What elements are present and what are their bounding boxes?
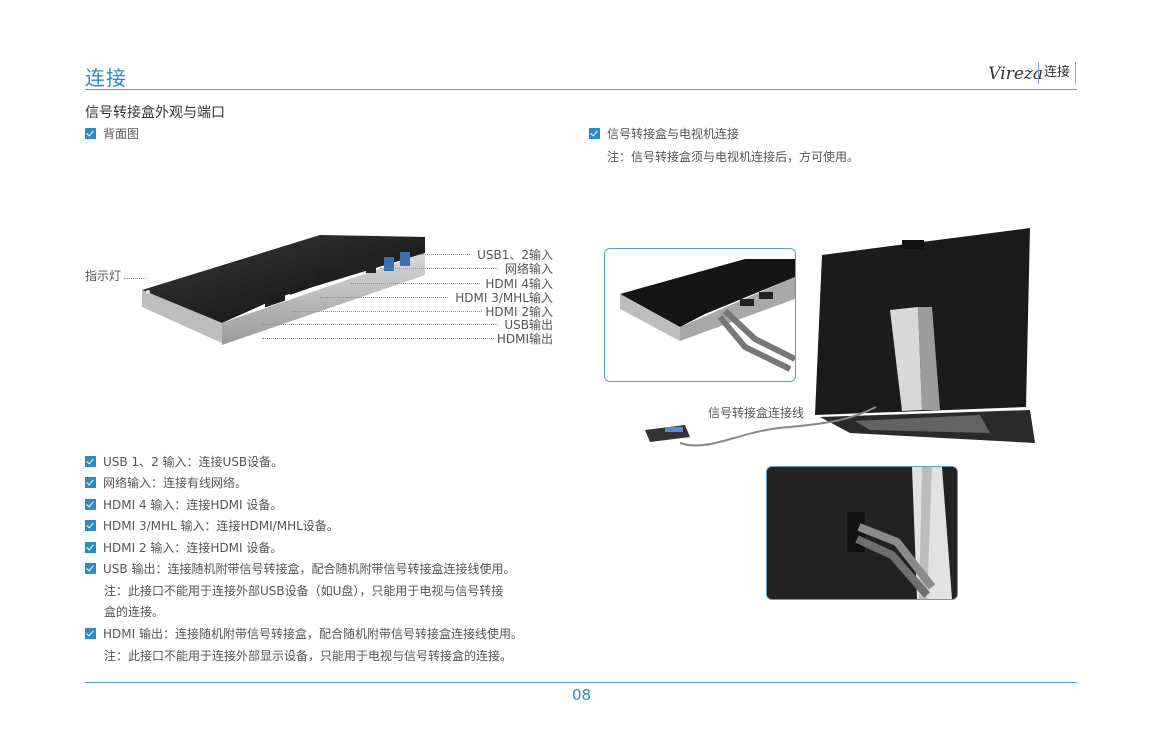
box-detail-image	[620, 259, 795, 372]
tv-rear-image	[645, 228, 1035, 447]
footer-divider	[85, 682, 1077, 683]
leader-line	[262, 324, 498, 325]
brand-logo: Vireza	[988, 64, 1043, 84]
checkbox-icon	[589, 128, 600, 139]
port-label-hdmi-out: HDMI输出	[496, 332, 553, 346]
tv-port-detail-inset	[766, 466, 958, 600]
list-item: USB 输出：连接随机附带信号转接盒，配合随机附带信号转接盒连接线使用。	[85, 560, 515, 577]
port-label-hdmi4: HDMI 4输入	[485, 277, 553, 291]
adapter-box-image	[142, 235, 425, 345]
port-label-hdmi3: HDMI 3/MHL输入	[455, 291, 553, 305]
header-divider	[85, 89, 1077, 90]
checkbox-icon	[85, 477, 96, 488]
leader-line	[420, 254, 470, 255]
list-item-text: 网络输入：连接有线网络。	[103, 476, 248, 490]
caption-text: 背面图	[103, 127, 140, 141]
port-label-network: 网络输入	[504, 262, 553, 276]
caption-text: 信号转接盒与电视机连接	[607, 127, 740, 141]
leader-line	[320, 297, 448, 298]
checkbox-icon	[85, 628, 96, 639]
checkbox-icon	[85, 563, 96, 574]
list-note: 盒的连接。	[104, 605, 165, 619]
list-item-text: HDMI 2 输入：连接HDMI 设备。	[103, 541, 283, 555]
tv-connection-caption: 信号转接盒与电视机连接	[589, 125, 739, 142]
list-note: 注：此接口不能用于连接外部显示设备，只能用于电视与信号转接盒的连接。	[104, 649, 513, 663]
list-item: HDMI 2 输入：连接HDMI 设备。	[85, 539, 282, 556]
list-item: HDMI 4 输入：连接HDMI 设备。	[85, 496, 282, 513]
box-detail-inset	[604, 248, 796, 382]
leader-line	[262, 338, 494, 339]
port-label-usb-out: USB输出	[504, 318, 553, 332]
cable-label: 信号转接盒连接线	[708, 406, 805, 420]
list-item: 网络输入：连接有线网络。	[85, 474, 247, 491]
tv-port-detail-image	[767, 467, 957, 599]
indicator-label: 指示灯	[85, 269, 122, 283]
list-note: 注：此接口不能用于连接外部USB设备（如U盘），只能用于电视与信号转接	[104, 584, 504, 598]
checkbox-icon	[85, 520, 96, 531]
chapter-title: 连接	[85, 66, 127, 90]
list-item-text: HDMI 输出：连接随机附带信号转接盒，配合随机附带信号转接盒连接线使用。	[103, 627, 523, 641]
list-item: HDMI 3/MHL 输入：连接HDMI/MHL设备。	[85, 517, 339, 534]
chapter-tag: 连接	[1038, 62, 1077, 84]
leader-line	[292, 311, 482, 312]
checkbox-icon	[85, 542, 96, 553]
checkbox-icon	[85, 128, 96, 139]
page-number: 08	[571, 686, 592, 704]
list-item-text: USB 1、2 输入：连接USB设备。	[103, 455, 284, 469]
tv-connection-note: 注：信号转接盒须与电视机连接后，方可使用。	[607, 150, 860, 164]
section-title: 信号转接盒外观与端口	[85, 105, 225, 121]
list-item-text: HDMI 3/MHL 输入：连接HDMI/MHL设备。	[103, 519, 339, 533]
list-item: HDMI 输出：连接随机附带信号转接盒，配合随机附带信号转接盒连接线使用。	[85, 625, 523, 642]
leader-line	[350, 283, 480, 284]
checkbox-icon	[85, 499, 96, 510]
leader-line	[380, 268, 498, 269]
checkbox-icon	[85, 456, 96, 467]
port-label-usb-in: USB1、2输入	[477, 248, 553, 262]
port-label-hdmi2: HDMI 2输入	[485, 305, 553, 319]
list-item-text: USB 输出：连接随机附带信号转接盒，配合随机附带信号转接盒连接线使用。	[103, 562, 516, 576]
list-item-text: HDMI 4 输入：连接HDMI 设备。	[103, 498, 283, 512]
indicator-leader	[124, 278, 146, 279]
list-item: USB 1、2 输入：连接USB设备。	[85, 453, 283, 470]
rear-view-caption: 背面图	[85, 125, 139, 142]
